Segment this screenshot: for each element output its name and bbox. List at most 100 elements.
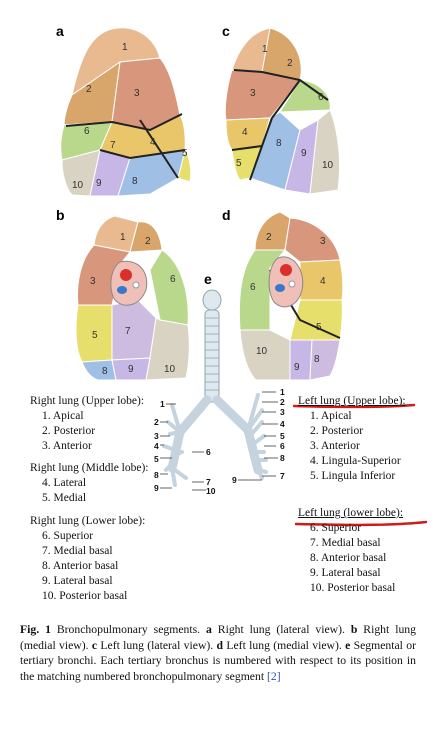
legend-item: 1. Apical [310, 410, 352, 422]
bronchus-label-r-4: 4 [154, 441, 159, 451]
red-underline-lower [294, 520, 428, 527]
seg-label-a-8: 8 [132, 176, 138, 187]
artery-b [120, 269, 132, 281]
bronchus-label-l-7: 7 [280, 471, 285, 481]
legend-item: 8. Anterior basal [42, 560, 119, 572]
trachea-rings [205, 317, 219, 391]
bronchus-label-l-5: 5 [280, 431, 285, 441]
panel-label-d: d [222, 207, 231, 223]
hilum-b [110, 260, 148, 306]
seg-label-c-9: 9 [301, 148, 307, 159]
caption-panel-c: c [91, 638, 98, 652]
segment-a-5 [177, 148, 192, 183]
seg-label-b-5: 5 [92, 330, 98, 341]
caption-text: Left lung (lateral view). [97, 638, 217, 652]
seg-label-a-5: 5 [182, 148, 188, 159]
segment-b-7 [111, 299, 157, 361]
caption-text: Bronchopulmonary segments. [50, 623, 207, 636]
segment-d-6 [238, 249, 287, 331]
bronchus-label-r-8: 8 [154, 470, 159, 480]
fissure-a [65, 113, 186, 179]
legend-item: 9. Lateral basal [42, 575, 113, 587]
legend-title: Right lung (Lower lobe): [30, 515, 146, 527]
legend-item: 7. Medial basal [42, 545, 113, 557]
seg-label-b-9: 9 [128, 364, 134, 375]
seg-label-b-7: 7 [125, 326, 131, 337]
bronchus-label-l-1: 1 [280, 387, 285, 397]
legend-item: 10. Posterior basal [42, 590, 128, 602]
seg-label-d-10: 10 [256, 346, 268, 357]
bronchus-label-r-5: 5 [154, 454, 159, 464]
panel-label-a: a [56, 23, 64, 39]
trachea [204, 309, 220, 403]
segment-b-10 [145, 317, 190, 381]
panel-label-b: b [56, 207, 65, 223]
legend-item: 4. Lateral [42, 477, 87, 489]
seg-label-a-4: 4 [150, 137, 156, 148]
bronchus-label-r-2: 2 [154, 417, 159, 427]
seg-label-c-8: 8 [276, 138, 282, 149]
legend-item: 8. Anterior basal [310, 552, 387, 564]
legend-item: 3. Anterior [42, 440, 92, 452]
right-branches [162, 403, 188, 487]
bronchus-label-r-9: 9 [154, 483, 159, 493]
caption-panel-a: a [206, 623, 212, 636]
artery-d [280, 264, 292, 276]
seg-label-b-6: 6 [170, 274, 176, 285]
legend-left-lower: Left lung (lower lobe): 6. Superior 7. M… [298, 506, 403, 596]
legend-title: Right lung (Middle lobe): [30, 462, 149, 474]
seg-label-a-1: 1 [122, 42, 128, 53]
legend-item: 5. Medial [42, 492, 87, 504]
bronchus-label-l-3: 3 [280, 407, 285, 417]
seg-label-a-3: 3 [134, 88, 140, 99]
legend-item: 9. Lateral basal [310, 567, 381, 579]
segment-d-9 [289, 339, 313, 381]
seg-label-d-6: 6 [250, 282, 256, 293]
seg-label-d-4: 4 [320, 276, 326, 287]
bronchus-d [288, 280, 296, 288]
legend-item: 4. Lingula-Superior [310, 455, 401, 467]
red-underline-upper [292, 403, 416, 409]
bronchus-label-r-1: 1 [160, 399, 165, 409]
caption-label: Fig. 1 [20, 623, 51, 636]
legend-title: Right lung (Upper lobe): [30, 395, 145, 407]
citation-link[interactable]: [2] [267, 669, 281, 683]
seg-label-d-8: 8 [314, 354, 320, 365]
caption-text: Segmental or tertiary bronchi. Each tert… [20, 638, 416, 683]
legend-item: 6. Superior [310, 522, 362, 534]
seg-label-c-4: 4 [242, 127, 248, 138]
caption-text: Right lung (lateral view). [211, 623, 351, 636]
panel-label-c: c [222, 23, 230, 39]
lung-d [238, 211, 344, 381]
caption-text: Right lung (medial view). [20, 623, 416, 652]
segment-c-10 [309, 109, 341, 195]
seg-label-a-2: 2 [86, 84, 92, 95]
seg-label-c-10: 10 [322, 160, 334, 171]
bronchus-label-r-3: 3 [154, 431, 159, 441]
bronchus-label-r-10: 10 [206, 486, 216, 496]
legend-right-middle: Right lung (Middle lobe): 4. Lateral 5. … [30, 461, 149, 506]
hilum-d [268, 256, 304, 308]
caption-text: Left lung (medial view). [223, 638, 346, 652]
segment-d-2 [254, 211, 291, 251]
legend-item: 3. Anterior [310, 440, 360, 452]
seg-label-a-6: 6 [84, 126, 90, 137]
segment-d-3 [284, 217, 341, 263]
seg-label-c-1: 1 [262, 44, 268, 55]
legend-item: 6. Superior [42, 530, 94, 542]
segment-d-5 [289, 299, 343, 341]
bronchus-label-l-9: 9 [232, 475, 237, 485]
lung-b [75, 215, 190, 381]
bronchi-leader-lines [160, 391, 278, 491]
seg-label-b-2: 2 [145, 236, 151, 247]
seg-label-b-10: 10 [164, 364, 176, 375]
segment-d-8 [309, 339, 341, 381]
bronchus-label-l-2: 2 [280, 397, 285, 407]
segment-a-10 [61, 149, 101, 197]
seg-label-a-9: 9 [96, 178, 102, 189]
caption-panel-d: d [216, 638, 224, 652]
legend-title: Left lung (Upper lobe): [298, 395, 406, 407]
legend-title: Left lung (lower lobe): [298, 507, 404, 519]
bronchial-tree [160, 289, 278, 491]
